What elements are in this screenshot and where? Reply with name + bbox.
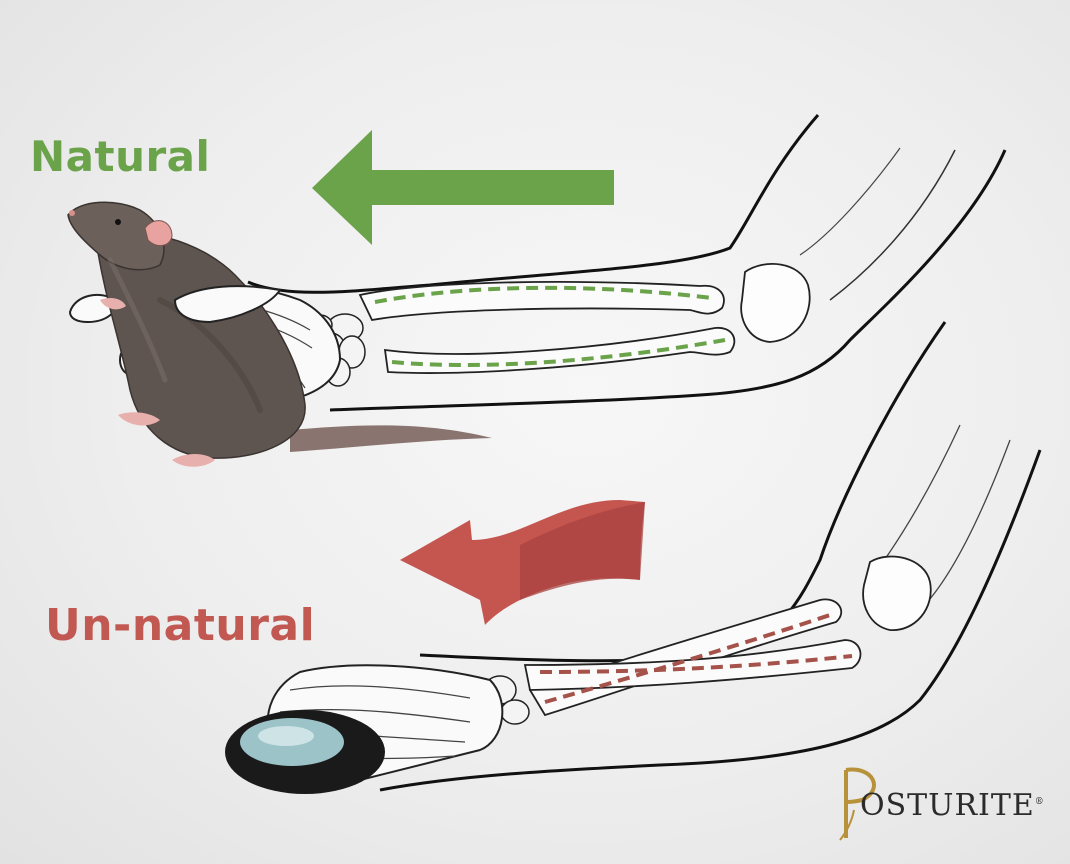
unnatural-arm	[266, 321, 1042, 792]
unnatural-label: Un-natural	[45, 600, 316, 651]
natural-label: Natural	[30, 132, 211, 181]
logo-registered-mark: ®	[1034, 797, 1045, 807]
logo-text: OSTURITE	[860, 788, 1035, 823]
unnatural-arrow-icon	[400, 500, 645, 625]
posturite-logo: OSTURITE®	[834, 760, 1044, 850]
rat-illustration	[67, 201, 492, 467]
natural-arrow-icon	[312, 130, 614, 245]
computer-mouse-icon	[225, 710, 385, 794]
logo-p-mark-icon	[839, 767, 876, 841]
